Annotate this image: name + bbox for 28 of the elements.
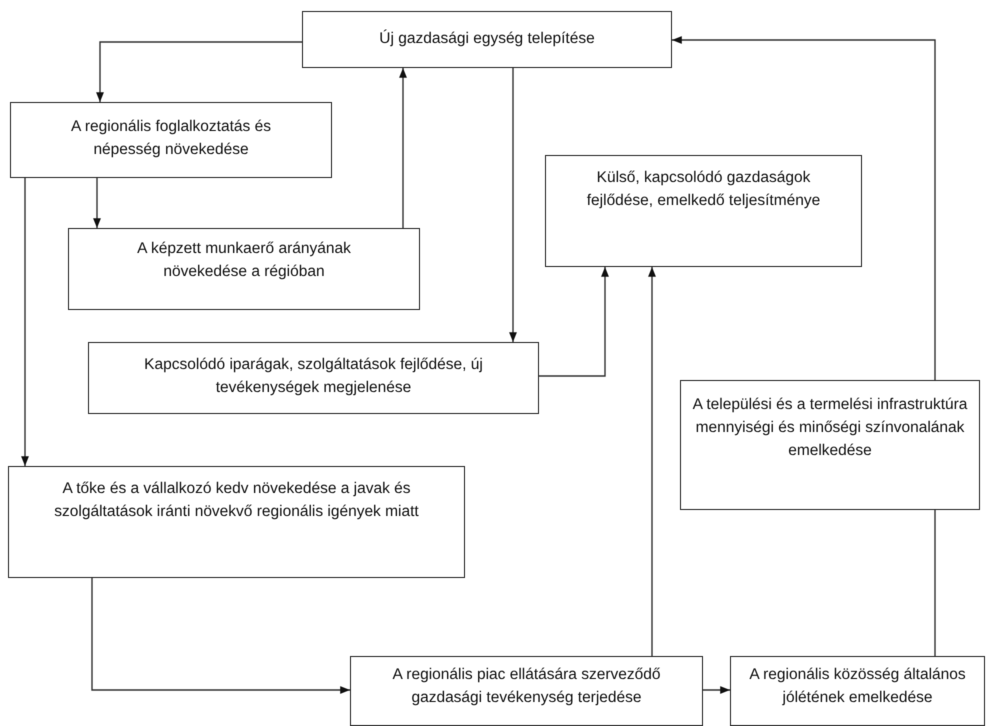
connector-arrow (539, 267, 609, 377)
connector-arrow (399, 68, 407, 228)
process-box (10, 102, 332, 178)
process-box (302, 11, 672, 68)
box-text: A tőke és a vállalkozó kedv növekedése a javak és szolgáltatások iránti növekvő regionális igények miatt (53, 479, 420, 522)
process-box (8, 466, 465, 578)
box-text: A regionális piac ellátására szerveződő gazdasági tevékenység terjedése (392, 665, 662, 708)
box-text: Kapcsolódó iparágak, szolgáltatások fejlődése, új tevékenységek megjelenése (143, 355, 484, 398)
box-text: A képzett munkaerő arányának növekedése a régióban (136, 239, 352, 282)
box-text: Külső, kapcsolódó gazdaságok fejlődése, emelkedő teljesítménye (586, 168, 822, 211)
connector-arrow (96, 41, 302, 102)
process-box (545, 155, 862, 267)
connector-arrow (91, 578, 350, 694)
connector-arrow (672, 36, 936, 380)
process-box (680, 380, 980, 510)
process-box (88, 342, 539, 414)
box-text: A települési és a termelési infrastruktúra mennyiségi és minőségi színvonalának emelkedése (692, 395, 968, 461)
connector-arrow (93, 178, 101, 228)
connector-arrow (648, 267, 656, 656)
connector-arrow (21, 178, 29, 466)
process-box (68, 228, 420, 310)
connector-arrow (703, 686, 730, 694)
process-box (350, 656, 703, 726)
box-text: A regionális foglalkoztatás és népesség növekedése (70, 117, 272, 160)
connector-arrow (509, 68, 517, 342)
box-text: Új gazdasági egység telepítése (379, 28, 595, 49)
box-text: A regionális közösség általános jólétének emelkedése (748, 665, 967, 708)
process-box (730, 656, 985, 726)
